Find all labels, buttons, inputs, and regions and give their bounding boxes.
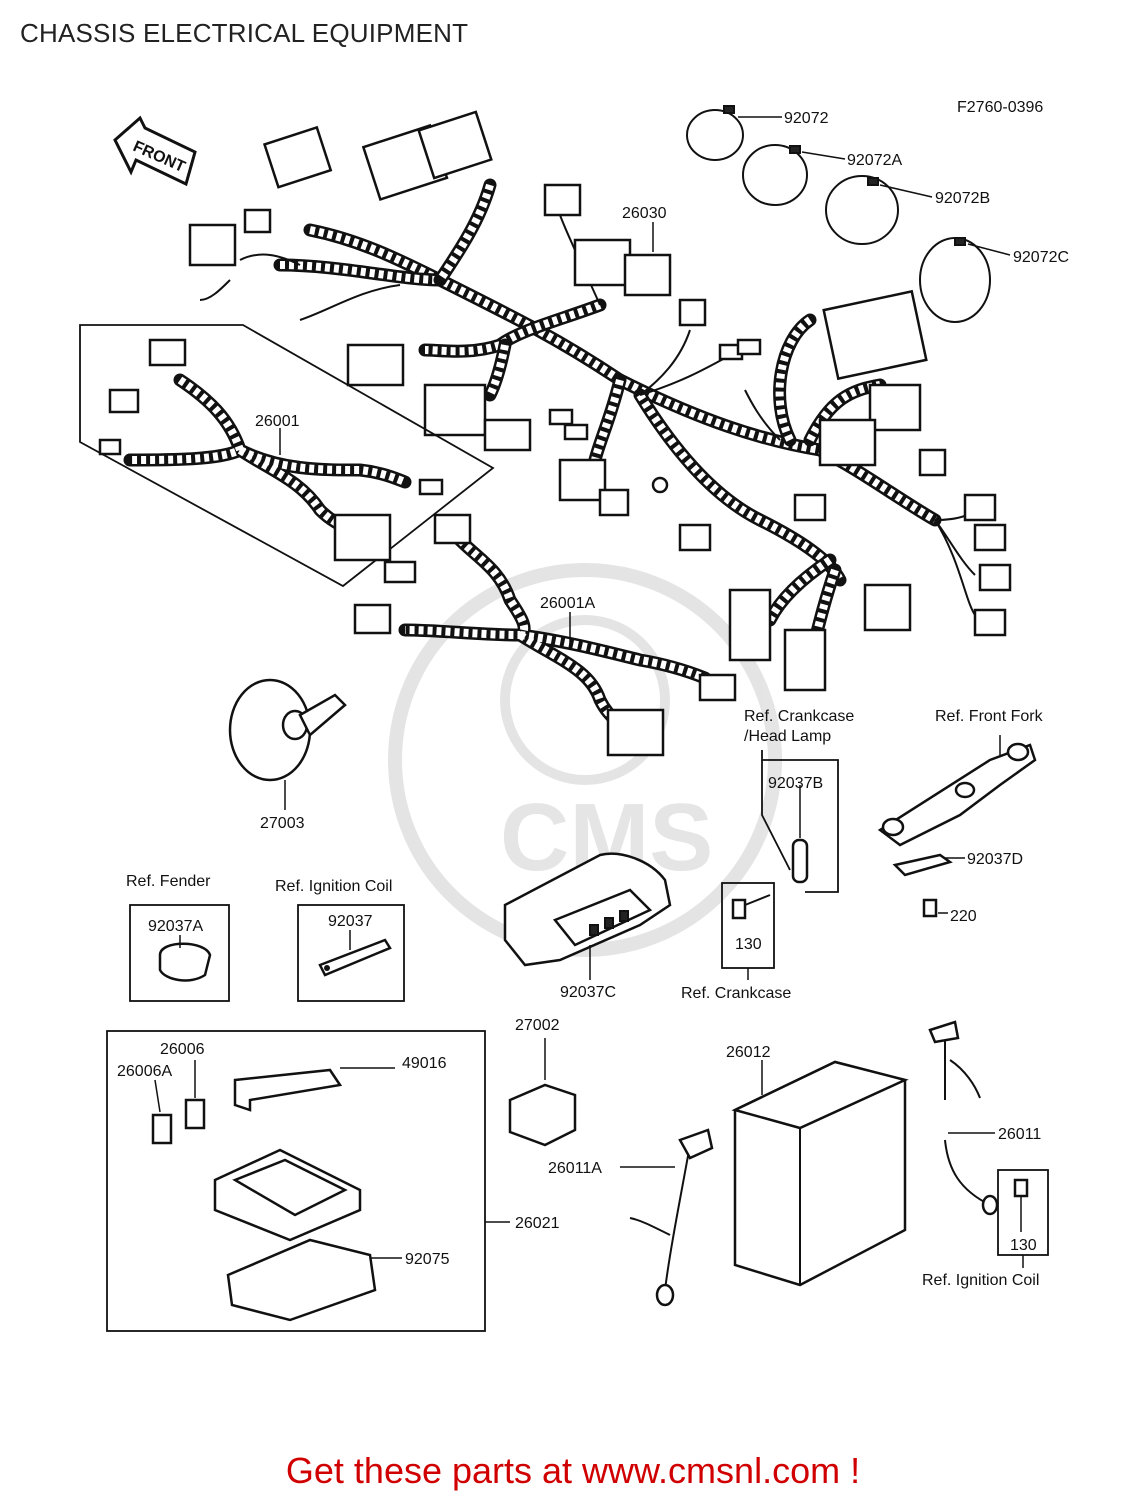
fuse-box-group — [106, 1030, 510, 1332]
label-92037A: 92037A — [148, 918, 203, 935]
ref-front-fork: Ref. Front Fork — [935, 708, 1044, 725]
label-26030: 26030 — [622, 205, 667, 222]
label-26021: 26021 — [515, 1215, 560, 1232]
label-92037C: 92037C — [560, 984, 616, 1001]
label-130-ignition-coil: 130 — [1010, 1237, 1037, 1254]
relay-27002 — [508, 1038, 577, 1147]
bolt-130-crankcase — [721, 882, 775, 980]
label-26006: 26006 — [160, 1041, 205, 1058]
parts-diagram: CMS F2760-0396 FRONT — [79, 99, 1069, 1332]
horn-27003 — [228, 678, 347, 810]
ground-strap-92037 — [297, 904, 405, 1002]
label-92072B: 92072B — [935, 190, 990, 207]
ref-crankcase-head-lamp-1: Ref. Crankcase — [744, 708, 854, 725]
label-92072A: 92072A — [847, 152, 902, 169]
cable-26011A — [620, 1128, 714, 1307]
band-clamps — [686, 105, 1011, 323]
ref-fender: Ref. Fender — [126, 873, 211, 890]
label-92072: 92072 — [784, 110, 829, 127]
diagram-code: F2760-0396 — [957, 99, 1043, 116]
ground-lead-92037B — [761, 750, 839, 893]
label-27003: 27003 — [260, 815, 305, 832]
clip-92037A — [129, 904, 230, 1002]
label-26012: 26012 — [726, 1044, 771, 1061]
label-92037B: 92037B — [768, 775, 823, 792]
label-92037: 92037 — [328, 913, 373, 930]
ref-ignition-coil-2: Ref. Ignition Coil — [922, 1272, 1039, 1289]
sub-harness-26001 — [79, 324, 495, 588]
front-arrow-icon: FRONT — [113, 115, 197, 187]
label-49016: 49016 — [402, 1055, 447, 1072]
bolt-130-ignition-coil — [997, 1169, 1049, 1268]
label-26006A: 26006A — [117, 1063, 172, 1080]
sub-harness-26001A — [353, 513, 737, 757]
label-26011: 26011 — [998, 1126, 1041, 1143]
battery-26012 — [731, 1060, 909, 1287]
cover-92037C — [503, 852, 672, 980]
footer-shop-link[interactable]: Get these parts at www.cmsnl.com ! — [285, 1450, 861, 1491]
label-220: 220 — [950, 908, 977, 925]
label-27002: 27002 — [515, 1017, 560, 1034]
label-92037D: 92037D — [967, 851, 1023, 868]
connector-group-main — [188, 110, 1012, 692]
ref-crankcase: Ref. Crankcase — [681, 985, 791, 1002]
label-130-crankcase: 130 — [735, 936, 762, 953]
front-fork-bracket — [877, 735, 1037, 918]
ref-crankcase-head-lamp-2: /Head Lamp — [744, 728, 831, 745]
label-26001A: 26001A — [540, 595, 595, 612]
label-26001: 26001 — [255, 413, 300, 430]
label-92072C: 92072C — [1013, 249, 1069, 266]
label-26011A: 26011A — [548, 1160, 602, 1177]
ref-ignition-coil-1: Ref. Ignition Coil — [275, 878, 392, 895]
label-92075: 92075 — [405, 1251, 450, 1268]
page-title: CHASSIS ELECTRICAL EQUIPMENT — [20, 18, 469, 48]
cable-26011 — [928, 1020, 999, 1216]
